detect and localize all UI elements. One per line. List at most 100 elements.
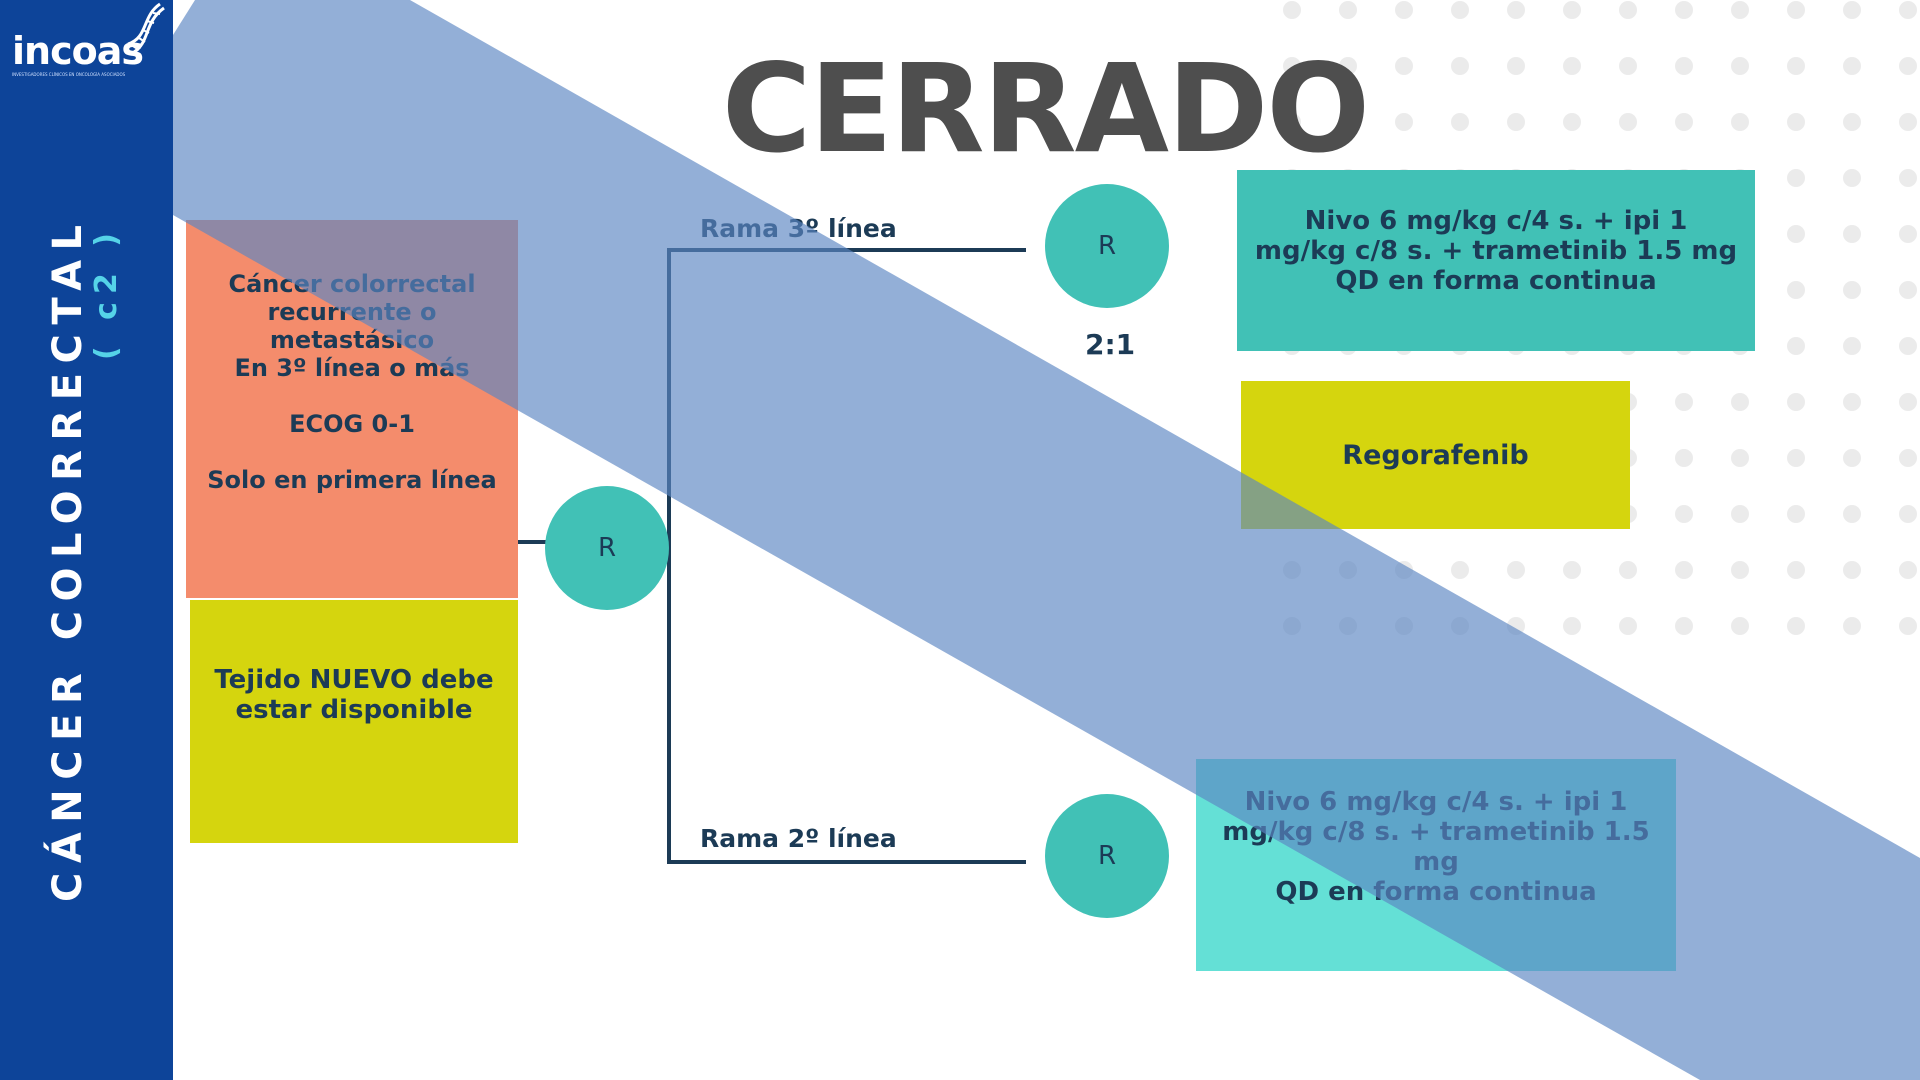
decor-dot: [1451, 1, 1469, 19]
criteria-box: Cáncer colorrectal recurrente o metastás…: [186, 220, 518, 598]
randomization-circle-arm3: R: [1045, 184, 1169, 308]
decor-dot: [1507, 1, 1525, 19]
decor-dot: [1451, 57, 1469, 75]
connector-line: [518, 540, 548, 544]
decor-dot: [1395, 57, 1413, 75]
decor-dot: [1339, 617, 1357, 635]
decor-dot: [1899, 561, 1917, 579]
decor-dot: [1675, 57, 1693, 75]
page-title: CERRADO: [721, 38, 1370, 180]
vertical-title: CÁNCER COLORRECTAL: [45, 215, 91, 902]
decor-dot: [1899, 505, 1917, 523]
decor-dot: [1675, 505, 1693, 523]
decor-dot: [1563, 1, 1581, 19]
randomization-circle: R: [545, 486, 669, 610]
arm3-label: Rama 3º línea: [700, 214, 897, 243]
decor-dot: [1395, 617, 1413, 635]
decor-dot: [1619, 561, 1637, 579]
decor-dot: [1899, 337, 1917, 355]
decor-dot: [1451, 113, 1469, 131]
decor-dot: [1899, 113, 1917, 131]
logo: incoas: [12, 29, 144, 73]
branch-line-top: [667, 248, 1026, 252]
decor-dot: [1507, 113, 1525, 131]
decor-dot: [1843, 281, 1861, 299]
arm2-treatment-box: Nivo 6 mg/kg c/4 s. + ipi 1 mg/kg c/8 s.…: [1196, 759, 1676, 971]
arm2-label: Rama 2º línea: [700, 824, 897, 853]
decor-dot: [1787, 57, 1805, 75]
decor-dot: [1731, 561, 1749, 579]
decor-dot: [1507, 57, 1525, 75]
randomization-circle-arm2: R: [1045, 794, 1169, 918]
decor-dot: [1619, 617, 1637, 635]
decor-dot: [1283, 561, 1301, 579]
decor-dot: [1395, 561, 1413, 579]
decor-dot: [1843, 169, 1861, 187]
decor-dot: [1619, 57, 1637, 75]
decor-dot: [1339, 1, 1357, 19]
decor-dot: [1787, 337, 1805, 355]
vertical-subtitle: ( c2 ): [89, 225, 124, 360]
tissue-line: Tejido NUEVO debe: [214, 665, 494, 695]
decor-dot: [1843, 617, 1861, 635]
decor-dot: [1899, 1, 1917, 19]
decor-dot: [1843, 505, 1861, 523]
decor-dot: [1283, 1, 1301, 19]
decor-dot: [1507, 617, 1525, 635]
criteria-line: ECOG 0-1: [289, 410, 415, 438]
decor-dot: [1283, 617, 1301, 635]
decor-dot: [1843, 561, 1861, 579]
decor-dot: [1563, 57, 1581, 75]
ratio-label: 2:1: [1085, 328, 1136, 361]
decor-dot: [1899, 617, 1917, 635]
decor-dot: [1899, 449, 1917, 467]
arm3-treatment-line: mg/kg c/8 s. + trametinib 1.5 mg: [1254, 236, 1738, 266]
decor-dot: [1339, 561, 1357, 579]
decor-dot: [1731, 393, 1749, 411]
branch-line-bottom: [667, 860, 1026, 864]
decor-dot: [1899, 225, 1917, 243]
decor-dot: [1787, 449, 1805, 467]
decor-dot: [1843, 393, 1861, 411]
decor-dot: [1787, 169, 1805, 187]
decor-dot: [1899, 281, 1917, 299]
criteria-line: recurrente o: [267, 298, 437, 326]
tissue-box: Tejido NUEVO debe estar disponible: [190, 600, 518, 843]
arm2-treatment-line: QD en forma continua: [1275, 877, 1597, 907]
decor-dot: [1731, 1, 1749, 19]
arm2-treatment-line: mg/kg c/8 s. + trametinib 1.5: [1222, 817, 1650, 847]
logo-subtitle: INVESTIGADORES CLÍNICOS EN ONCOLOGÍA ASO…: [12, 72, 126, 77]
decor-dot: [1675, 393, 1693, 411]
decor-dot: [1787, 1, 1805, 19]
sidebar: [0, 0, 173, 1080]
decor-dot: [1899, 393, 1917, 411]
arm2-treatment-line: Nivo 6 mg/kg c/4 s. + ipi 1: [1244, 787, 1628, 817]
decor-dot: [1675, 617, 1693, 635]
decor-dot: [1787, 561, 1805, 579]
decor-dot: [1675, 113, 1693, 131]
decor-dot: [1731, 57, 1749, 75]
decor-dot: [1787, 113, 1805, 131]
decor-dot: [1507, 561, 1525, 579]
decor-dot: [1563, 113, 1581, 131]
criteria-line: En 3º línea o más: [234, 354, 470, 382]
decor-dot: [1787, 617, 1805, 635]
regorafenib-label: Regorafenib: [1342, 439, 1529, 471]
regorafenib-box: Regorafenib: [1241, 381, 1630, 529]
decor-dot: [1451, 561, 1469, 579]
decor-dot: [1395, 1, 1413, 19]
arm3-treatment-box: Nivo 6 mg/kg c/4 s. + ipi 1 mg/kg c/8 s.…: [1237, 170, 1755, 351]
decor-dot: [1731, 617, 1749, 635]
decor-dot: [1843, 113, 1861, 131]
decor-dot: [1899, 169, 1917, 187]
decor-dot: [1787, 393, 1805, 411]
decor-dot: [1731, 449, 1749, 467]
arm3-treatment-line: Nivo 6 mg/kg c/4 s. + ipi 1: [1304, 206, 1688, 236]
decor-dot: [1843, 337, 1861, 355]
decor-dot: [1843, 449, 1861, 467]
decor-dot: [1675, 561, 1693, 579]
decor-dot: [1619, 113, 1637, 131]
decor-dot: [1731, 113, 1749, 131]
arm2-treatment-line: mg: [1413, 847, 1459, 877]
criteria-line: Solo en primera línea: [207, 466, 497, 494]
